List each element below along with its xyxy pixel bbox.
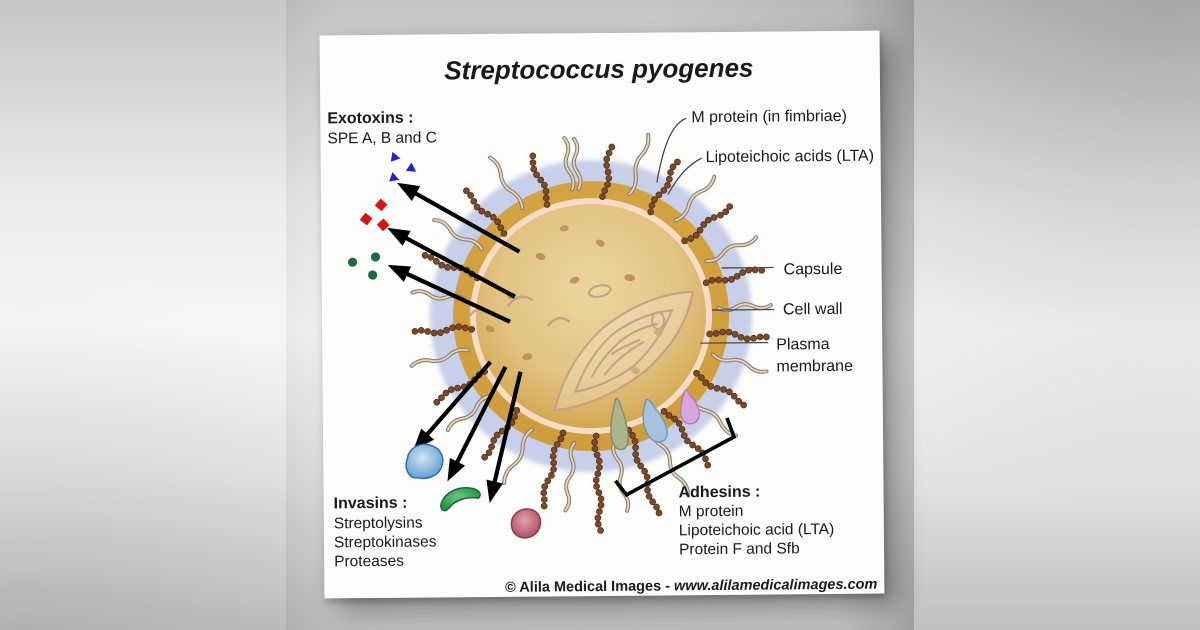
invasins-item-3: Proteases (334, 553, 404, 571)
label-cell-wall: Cell wall (783, 301, 843, 319)
adhesins-bracket (614, 417, 737, 498)
adhesins-heading: Adhesins : (678, 484, 760, 502)
leader-cell-wall (711, 308, 774, 311)
footer-credit: © Alila Medical Images - www.alilamedica… (505, 577, 877, 596)
invasins-item-1: Streptolysins (334, 515, 423, 533)
exotoxin-triangle (390, 151, 401, 162)
adhesin-club-green (610, 397, 629, 451)
exotoxins-sub: SPE A, B and C (327, 129, 437, 147)
invasins-item-2: Streptokinases (334, 533, 437, 551)
label-capsule: Capsule (784, 261, 843, 279)
leader-lines (656, 117, 774, 344)
exotoxin-diamond (374, 198, 388, 212)
exotoxin-particles (347, 151, 417, 280)
invasin-blobs (405, 443, 542, 539)
poster-sheet: Streptococcus pyogenes Exotoxins : SPE A… (319, 30, 885, 599)
secretion-arrows-up (387, 182, 521, 324)
exotoxin-triangle (405, 162, 417, 172)
invasins-heading: Invasins : (334, 495, 408, 513)
adhesins-item-2: Lipoteichoic acid (LTA) (679, 521, 835, 539)
adhesin-club-pink (679, 389, 700, 425)
secretion-arrows-down (413, 360, 523, 503)
invasin-blob-red (510, 508, 542, 539)
cytoplasm (476, 204, 707, 429)
exotoxin-diamond (359, 212, 373, 226)
exotoxin-triangle (389, 172, 400, 182)
invasin-blob-green (440, 487, 481, 512)
invasin-blob-blue (405, 443, 444, 480)
footer-dash: - (661, 578, 674, 594)
label-m-protein: M protein (in fimbriae) (691, 108, 847, 126)
fimbriae-group (409, 132, 773, 513)
exotoxin-diamond (376, 218, 390, 232)
label-plasma-membrane-2: membrane (776, 358, 853, 376)
leader-plasma-membrane (700, 341, 769, 344)
poster-title: Streptococcus pyogenes (444, 53, 753, 86)
adhesins-item-3: Protein F and Sfb (679, 540, 800, 558)
adhesin-club-blue (642, 398, 668, 443)
footer-copyright: © Alila Medical Images (505, 578, 661, 595)
leader-m-protein (656, 117, 687, 183)
exotoxin-dot (347, 257, 358, 267)
adhesin-clubs (610, 389, 700, 451)
exotoxins-heading: Exotoxins : (327, 110, 413, 128)
exotoxin-dot (370, 252, 381, 262)
exotoxin-dot (368, 270, 378, 280)
footer-url: www.alilamedicalimages.com (674, 577, 878, 595)
nucleoid-doodle (466, 284, 695, 412)
adhesins-item-1: M protein (679, 503, 744, 521)
label-lta: Lipoteichoic acids (LTA) (706, 148, 875, 166)
leader-lta (667, 157, 702, 195)
cell-diagram-svg: Streptococcus pyogenes Exotoxins : SPE A… (327, 53, 877, 596)
label-plasma-membrane-1: Plasma (776, 336, 830, 353)
